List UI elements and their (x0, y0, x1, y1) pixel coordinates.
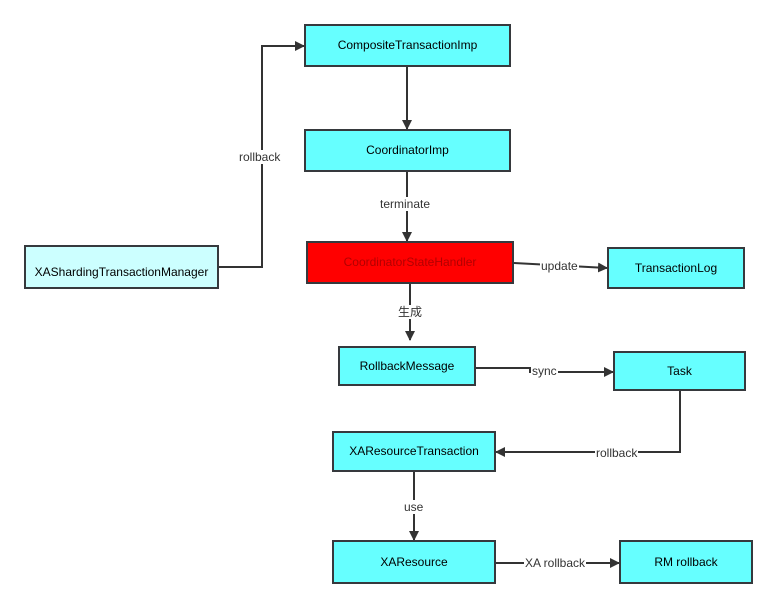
edge-label-generate: 生成 (397, 305, 424, 319)
node-label: TransactionLog (634, 260, 718, 275)
node-coordinator-state-handler: CoordinatorStateHandler (306, 241, 514, 284)
edge-label-rollback-top: rollback (238, 150, 282, 164)
node-xasharding-transaction-manager: XAShardingTransactionManager (24, 245, 219, 289)
edge-label-xa-rollback: XA rollback (524, 556, 587, 570)
edge-label-terminate: terminate (379, 197, 432, 211)
edge-label-rollback-task: rollback (595, 446, 639, 460)
edge-label-sync: sync (531, 364, 558, 378)
node-composite-transaction-imp: CompositeTransactionImp (304, 24, 511, 67)
node-label: CompositeTransactionImp (337, 38, 478, 52)
edge-label-update: update (540, 259, 579, 273)
node-xa-resource-transaction: XAResourceTransaction (332, 431, 496, 472)
node-label: XAShardingTransactionManager (34, 264, 209, 279)
node-label: RM rollback (654, 554, 718, 569)
node-xa-resource: XAResource (332, 540, 496, 584)
node-label: CoordinatorImp (366, 143, 449, 157)
node-label: XAResourceTransaction (349, 444, 479, 458)
node-task: Task (613, 351, 746, 391)
edge-task-to-xaresourcetransaction (495, 390, 681, 457)
node-coordinator-imp: CoordinatorImp (304, 129, 511, 172)
node-label: CoordinatorStateHandler (343, 255, 477, 269)
node-rm-rollback: RM rollback (619, 540, 753, 584)
edge-label-use: use (403, 500, 425, 514)
node-label: Task (667, 363, 692, 378)
node-transaction-log: TransactionLog (607, 247, 745, 289)
node-label: RollbackMessage (359, 358, 455, 373)
edge-rollbackmessage-to-task (476, 367, 614, 377)
node-label: XAResource (380, 554, 448, 569)
node-rollback-message: RollbackMessage (338, 346, 476, 386)
